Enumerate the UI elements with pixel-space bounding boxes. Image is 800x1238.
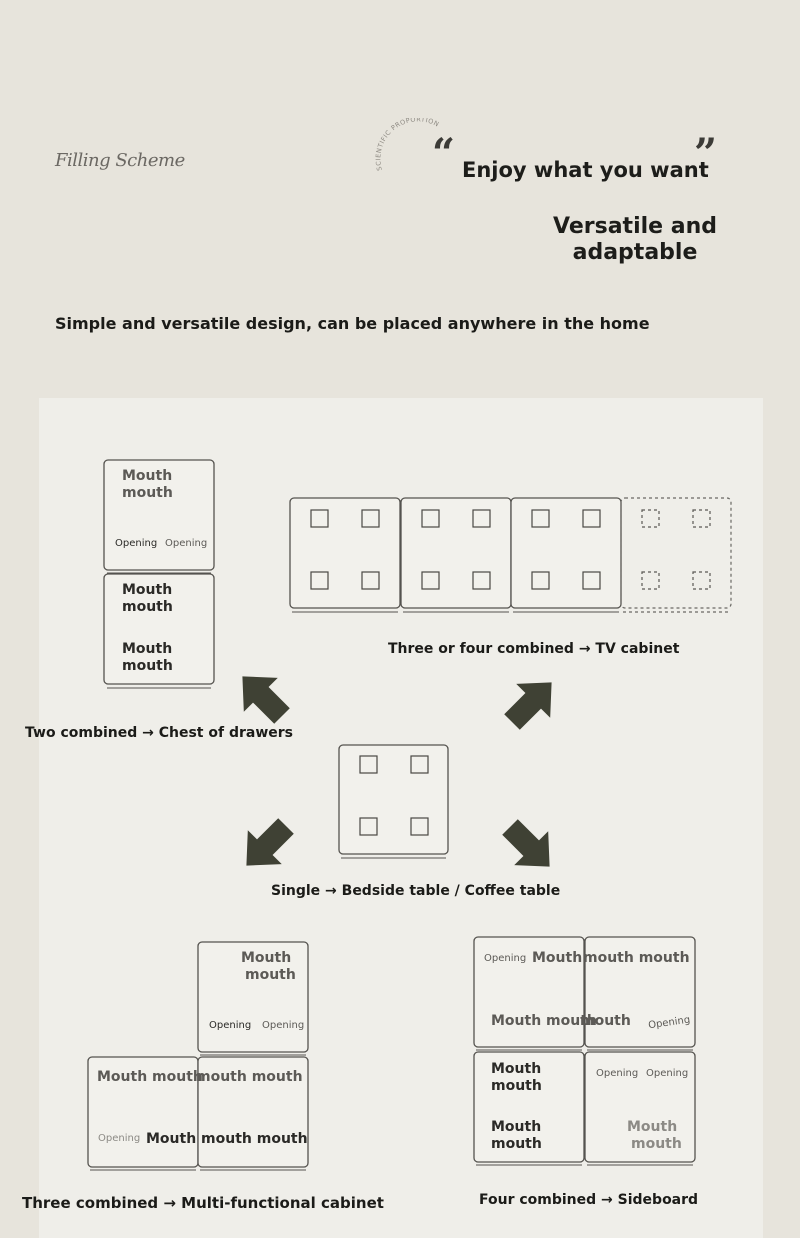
cube-label: Mouth <box>627 1119 677 1135</box>
opening-label: Opening <box>646 1068 688 1079</box>
cube-label: mouth <box>631 1136 682 1152</box>
tv-cabinet-group <box>289 497 732 613</box>
cube-label: Mouth <box>122 641 172 657</box>
open-quote-mark: “ <box>432 130 456 177</box>
single-cube-group <box>338 744 449 859</box>
cube-label: mouth <box>122 485 173 501</box>
arrow-up-right-icon <box>504 682 552 730</box>
cube <box>584 1051 696 1163</box>
cube <box>584 936 696 1048</box>
caption-four-combined: Four combined → Sideboard <box>479 1192 699 1208</box>
cube <box>473 1051 585 1163</box>
cube-label: mouth mouth <box>583 950 690 966</box>
opening-label: Opening <box>115 538 157 549</box>
cube <box>197 941 309 1053</box>
cube <box>510 497 622 609</box>
opening-label: Opening <box>98 1133 140 1144</box>
caption-tv-cabinet: Three or four combined → TV cabinet <box>388 641 680 657</box>
arrow-down-left-icon <box>246 818 294 866</box>
opening-label: Opening <box>262 1020 304 1031</box>
cube <box>338 744 449 855</box>
cube-label: Mouth mouth mouth <box>146 1131 308 1147</box>
description: Simple and versatile design, can be plac… <box>55 314 650 333</box>
brand-logo: Filling Scheme <box>55 150 185 171</box>
cube-label: mouth mouth <box>196 1069 303 1085</box>
close-quote-mark: ” <box>694 130 718 177</box>
sub-headline-line2: adaptable <box>572 240 698 266</box>
cube-label: mouth <box>580 1013 631 1029</box>
caption-two-combined: Two combined → Chest of drawers <box>25 725 293 741</box>
cube <box>197 1056 309 1168</box>
arrow-down-right-icon <box>502 819 550 867</box>
caption-three-combined: Three combined → Multi-functional cabine… <box>22 1194 384 1212</box>
multi-functional-cabinet-group: Mouth mouth Opening Opening Mouth mouth … <box>87 941 309 1171</box>
cube-label: mouth <box>122 658 173 674</box>
cube <box>473 936 585 1048</box>
cube-label: mouth <box>491 1078 542 1094</box>
headline: Enjoy what you want <box>462 158 709 182</box>
cube-label: mouth <box>122 599 173 615</box>
cube-label: Mouth <box>532 950 582 966</box>
cube <box>103 459 215 571</box>
cube <box>103 573 215 685</box>
cube-label: Mouth <box>491 1061 541 1077</box>
proportion-stamp: SCIENTIFIC PROPORTION <box>374 118 440 171</box>
cube-label: mouth <box>491 1136 542 1152</box>
opening-label: Opening <box>484 953 526 964</box>
cube <box>400 497 512 609</box>
sideboard-group: Opening Mouth mouth mouth Mouth mouth mo… <box>473 936 696 1166</box>
opening-label: Opening <box>596 1068 638 1079</box>
opening-label: Opening <box>209 1020 251 1031</box>
optional-cube <box>620 497 732 609</box>
chest-of-drawers-group: Mouth mouth Opening Opening Mouth mouth … <box>103 459 215 689</box>
cube-label: Mouth <box>122 468 172 484</box>
cube-label: Mouth <box>122 582 172 598</box>
arrow-up-left-icon <box>242 676 290 724</box>
cube-label: Mouth <box>241 950 291 966</box>
cube <box>289 497 401 609</box>
sub-headline-line1: Versatile and <box>553 214 717 239</box>
cube-label: mouth <box>245 967 296 983</box>
caption-single: Single → Bedside table / Coffee table <box>271 883 561 899</box>
cube-label: Mouth <box>491 1119 541 1135</box>
cube-label: Mouth mouth <box>491 1013 597 1029</box>
cube-label: Mouth mouth <box>97 1069 203 1085</box>
sub-headline: Versatile and adaptable <box>535 214 735 267</box>
opening-label: Opening <box>165 538 207 549</box>
